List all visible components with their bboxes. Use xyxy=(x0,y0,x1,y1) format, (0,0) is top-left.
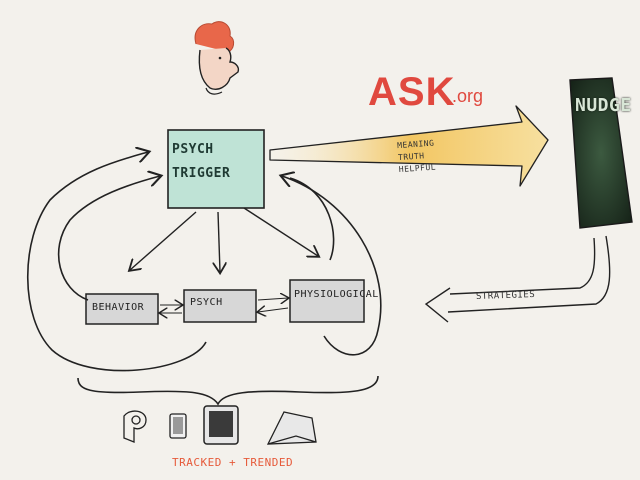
strategies-arrow xyxy=(424,235,611,323)
tracked-trended-label: TRACKED + TRENDED xyxy=(172,456,294,469)
tracked-brace xyxy=(77,375,379,406)
behavior-box xyxy=(85,293,159,325)
arrow-caption: MEANING TRUTH HELPFUL xyxy=(397,136,459,176)
box-connector-arrows xyxy=(160,298,288,313)
behavior-label: BEHAVIOR xyxy=(92,302,145,313)
psych-label: PSYCH xyxy=(190,297,223,308)
person-head-icon xyxy=(194,21,240,95)
tablet-icon xyxy=(203,405,239,445)
physiological-box xyxy=(289,279,365,323)
ask-arrow xyxy=(269,105,549,187)
ask-logo: ASK xyxy=(368,70,456,114)
psych-box xyxy=(183,289,257,323)
ask-logo-suffix: .org xyxy=(452,86,484,106)
feedback-loops xyxy=(26,152,382,372)
strategies-label: STRATEGIES xyxy=(475,289,536,303)
trigger-arrows xyxy=(130,207,318,272)
laptop-icon xyxy=(266,411,317,445)
nudge-box xyxy=(569,77,633,229)
nudge-label: NUDGE xyxy=(575,95,632,116)
psych-trigger-box xyxy=(167,129,265,209)
phone-icon xyxy=(123,410,147,443)
physiological-label: PHYSIOLOGICAL xyxy=(294,289,379,300)
tablet-small-icon xyxy=(169,413,187,439)
psych-trigger-label: PSYCH TRIGGER xyxy=(172,142,231,181)
